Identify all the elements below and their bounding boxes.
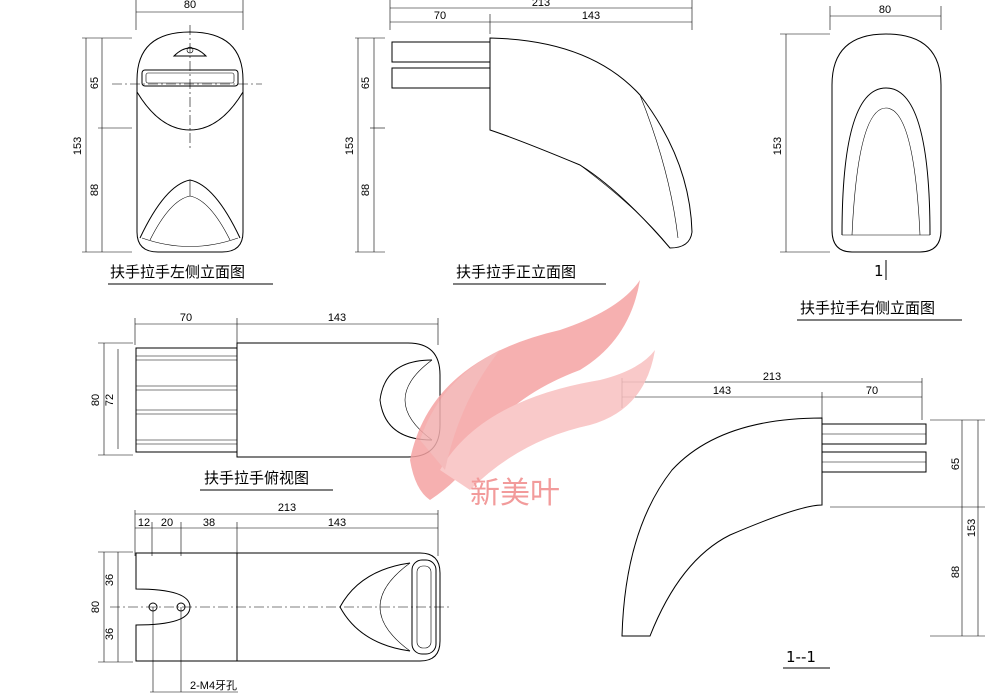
- left-side-title: 扶手拉手左侧立面图: [110, 263, 245, 281]
- section-dim-left: 143: [713, 385, 731, 397]
- section-dim-right: 70: [866, 385, 878, 397]
- section-dim-height-bottom: 88: [950, 566, 962, 578]
- top-title: 扶手拉手俯视图: [204, 469, 309, 487]
- section-dim-height-total: 153: [966, 519, 978, 537]
- top-dim-left: 70: [180, 312, 192, 324]
- section-dim-height-top: 65: [950, 458, 962, 470]
- section-dim-total: 213: [763, 371, 781, 383]
- front-dim-height-top: 65: [360, 77, 372, 89]
- top-dim-right: 143: [328, 312, 346, 324]
- front-dim-total: 213: [532, 0, 550, 9]
- top-view: 70 143 80 72 扶手拉手俯视图: [90, 312, 441, 491]
- top-dim-height-outer: 80: [90, 394, 102, 406]
- bottom-dim-seg3: 38: [203, 517, 215, 529]
- bottom-dim-total: 213: [278, 502, 296, 514]
- right-side-dim-height: 153: [772, 137, 784, 155]
- bottom-dim-lower: 36: [104, 628, 116, 640]
- bottom-dim-seg2: 20: [161, 517, 173, 529]
- left-side-dim-height-total: 153: [72, 137, 84, 155]
- left-side-dim-width: 80: [184, 0, 196, 11]
- right-side-title: 扶手拉手右侧立面图: [800, 299, 935, 317]
- section-view: 213 143 70 65 88 153 1--1: [621, 371, 985, 669]
- front-dim-left: 70: [434, 10, 446, 22]
- bottom-dim-height: 80: [90, 601, 102, 613]
- front-dim-right: 143: [582, 10, 600, 22]
- watermark-text: 新美叶: [470, 476, 560, 511]
- top-dim-height-inner: 72: [104, 394, 116, 406]
- left-side-dim-height-bottom: 88: [89, 184, 101, 196]
- left-side-dim-height-top: 65: [89, 77, 101, 89]
- bottom-dim-upper: 36: [104, 574, 116, 586]
- front-view: 213 70 143 153 65 88 扶手拉手正立面图: [344, 0, 693, 285]
- right-side-section-mark: 1: [874, 262, 884, 280]
- watermark-logo: 新美叶: [410, 280, 655, 511]
- bottom-view: 213 12 20 38 143 80 36 36 2-M4牙孔: [90, 502, 452, 693]
- front-dim-height-total: 153: [344, 137, 356, 155]
- section-title: 1--1: [786, 648, 816, 666]
- right-side-view: 80 153 1 扶手拉手右侧立面图: [772, 4, 962, 321]
- bottom-note: 2-M4牙孔: [190, 679, 237, 692]
- bottom-dim-seg4: 143: [328, 517, 346, 529]
- bottom-dim-seg1: 12: [138, 517, 150, 529]
- right-side-dim-width: 80: [879, 4, 891, 16]
- front-title: 扶手拉手正立面图: [456, 263, 576, 281]
- left-side-view: 80 153 65 88 扶手拉手左侧立面图: [72, 0, 273, 285]
- front-dim-height-bottom: 88: [360, 184, 372, 196]
